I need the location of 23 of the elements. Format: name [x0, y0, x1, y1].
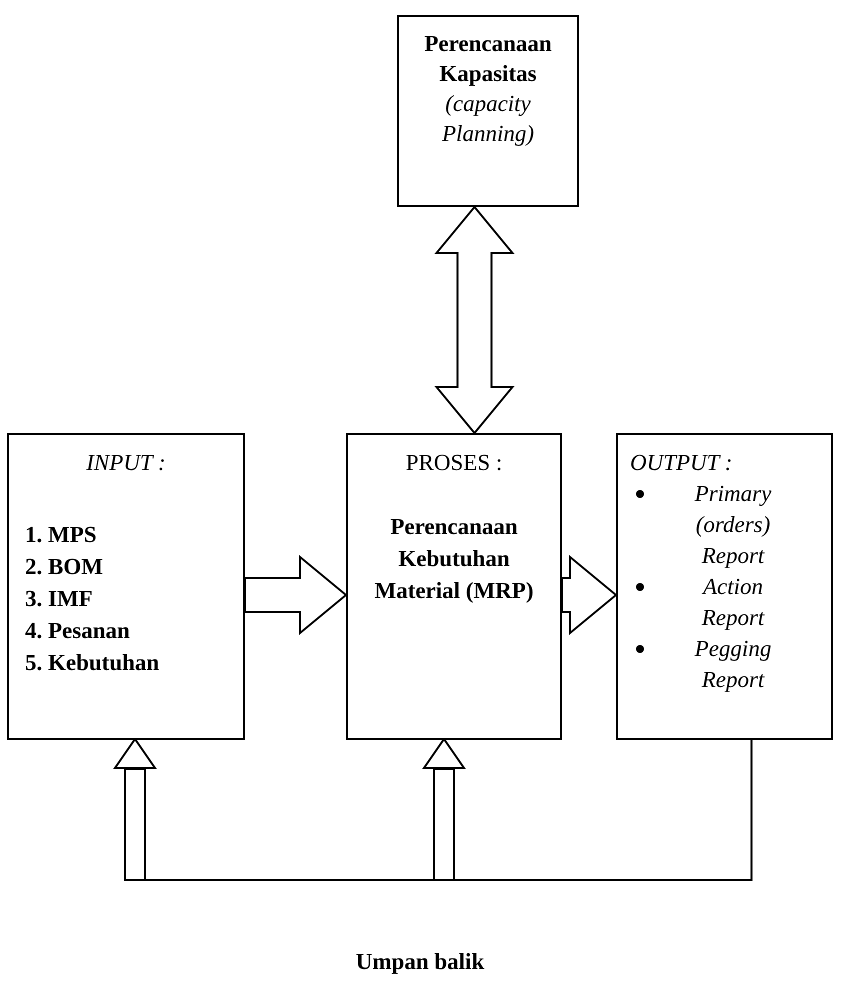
list-item: Pegging Report — [694, 635, 772, 694]
hollow-arrow — [434, 205, 515, 435]
box-body: Perencanaan Kebutuhan Material (MRP) — [373, 513, 534, 605]
hollow-arrow — [561, 554, 618, 636]
process-box — [346, 433, 562, 740]
box-heading: Perencanaan Kapasitas — [423, 30, 553, 88]
list-item: 1. MPS — [24, 521, 98, 549]
list-item: Action Report — [700, 573, 766, 632]
box-heading: INPUT : — [85, 449, 167, 477]
list-item: Primary (orders) Report — [694, 480, 772, 570]
hollow-arrow — [244, 554, 348, 636]
box-heading: PROSES : — [406, 449, 502, 477]
box-subtitle: (capacity Planning) — [440, 90, 535, 148]
caption-label: Umpan balik — [354, 948, 486, 976]
box-heading: OUTPUT : — [629, 449, 734, 477]
list-item: 4. Pesanan — [24, 617, 131, 645]
hollow-arrow — [423, 738, 752, 881]
output-box — [616, 433, 833, 740]
list-item: 5. Kebutuhan — [24, 649, 160, 677]
list-item: 2. BOM — [24, 553, 104, 581]
list-item: 3. IMF — [24, 585, 94, 613]
process-box — [397, 15, 579, 207]
input-box — [7, 433, 245, 740]
